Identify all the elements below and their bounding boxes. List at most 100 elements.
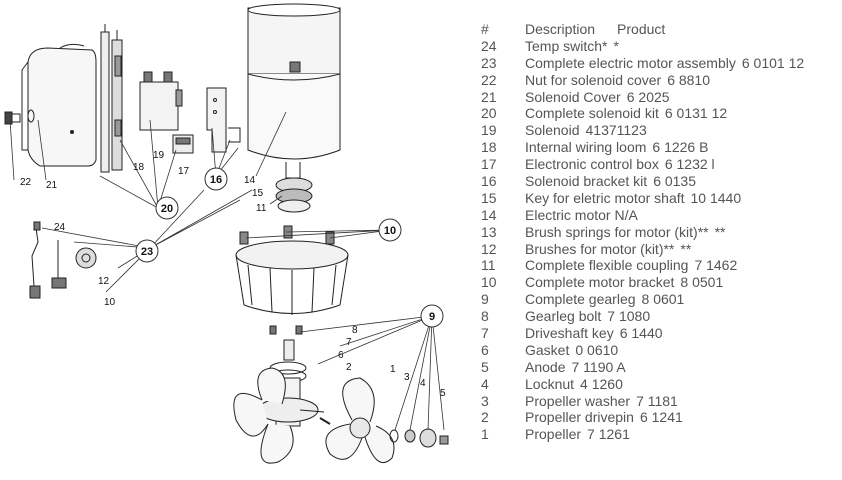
motor-bracket-part — [235, 225, 349, 315]
cell-num: 18 — [481, 139, 497, 156]
cell-product: * — [613, 37, 619, 54]
table-row: 5 Anode 7 1190 A — [478, 359, 838, 376]
cell-num: 3 — [481, 392, 489, 409]
cell-product: 6 1440 — [619, 325, 663, 342]
callout-8: 8 — [352, 325, 358, 336]
cell-product: 8 0501 — [680, 274, 724, 291]
cell-description: Propeller — [525, 426, 582, 443]
cell-description: Key for eletric motor shaft — [525, 189, 685, 206]
cell-description: Anode — [525, 358, 566, 375]
cell-description: Solenoid Cover — [525, 88, 621, 105]
callout-22: 22 — [20, 177, 32, 188]
cell-num: 7 — [481, 325, 489, 342]
cell-description: Internal wiring loom — [525, 139, 647, 156]
header-description: Description — [525, 21, 596, 37]
cell-description: Electronic control box — [525, 156, 659, 173]
cell-num: 20 — [481, 105, 497, 122]
callout-16: 16 — [210, 174, 222, 186]
cell-description: Propeller drivepin — [525, 409, 634, 426]
table-row: 10 Complete motor bracket 8 0501 — [478, 274, 838, 291]
cell-product: ** — [714, 223, 726, 240]
cell-product: 6 8810 — [667, 71, 711, 88]
table-row: 14 Electric motor N/A — [478, 207, 838, 224]
callout-18: 18 — [133, 162, 145, 173]
cell-num: 13 — [481, 223, 497, 240]
cell-product: 6 1226 B — [652, 139, 709, 156]
callout-6: 6 — [338, 350, 344, 361]
cell-num: 10 — [481, 274, 497, 291]
solenoid-bracket-part — [206, 87, 241, 153]
callout-15: 15 — [252, 188, 264, 199]
callout-11: 11 — [256, 203, 267, 214]
cell-description: Gearleg bolt — [525, 308, 602, 325]
cell-num: 1 — [481, 426, 489, 443]
callout-19: 19 — [153, 150, 165, 161]
cell-description: Solenoid — [525, 122, 580, 139]
callout-21: 21 — [46, 180, 58, 191]
cell-product: 7 1462 — [694, 257, 738, 274]
callout-17: 17 — [178, 166, 190, 177]
callout-14: 14 — [244, 175, 256, 186]
cell-product: 41371123 — [585, 122, 647, 139]
table-row: 15 Key for eletric motor shaft 10 1440 — [478, 190, 838, 207]
cell-description: Brushes for motor (kit)** — [525, 240, 675, 257]
cell-description: Gasket — [525, 341, 570, 358]
wiring-loom-part — [100, 24, 123, 173]
cell-num: 12 — [481, 240, 497, 257]
cell-product: 8 0601 — [641, 291, 685, 308]
cell-num: 14 — [481, 206, 497, 223]
cell-product: 10 1440 — [690, 189, 742, 206]
cell-description: Complete motor bracket — [525, 274, 675, 291]
control-box-part — [172, 134, 194, 154]
cell-description: Electric motor N/A — [525, 206, 638, 223]
solenoid-part — [139, 71, 183, 131]
flexible-coupling-part — [275, 177, 313, 213]
cell-product: 6 1241 — [639, 409, 683, 426]
callout-12: 10 — [104, 297, 116, 308]
cell-num: 5 — [481, 358, 489, 375]
cell-num: 24 — [481, 37, 497, 54]
callout-labels: 22 21 18 19 17 14 15 11 24 12 10 8 7 6 2… — [20, 150, 446, 399]
exploded-parts-diagram: 20 16 23 10 9 22 21 18 19 17 14 15 11 24… — [4, 3, 449, 464]
cell-num: 15 — [481, 189, 497, 206]
cell-product: 7 1190 A — [571, 358, 626, 375]
cell-description: Locknut — [525, 375, 575, 392]
callout-9: 9 — [429, 311, 435, 323]
cell-product: 6 0101 12 — [741, 54, 805, 71]
callout-10: 10 — [384, 225, 396, 237]
cell-product — [638, 207, 644, 224]
cell-num: 19 — [481, 122, 497, 139]
callout-circles: 20 16 23 10 9 — [135, 167, 444, 328]
cell-num: 23 — [481, 54, 497, 71]
cell-product: 0 0610 — [575, 341, 619, 358]
electric-motor-part — [247, 3, 341, 179]
cell-product: 7 1080 — [607, 308, 651, 325]
cell-product: ** — [680, 240, 692, 257]
cell-num: 11 — [481, 257, 496, 274]
brushes-springs-parts — [29, 221, 97, 299]
callout-13: 12 — [98, 276, 110, 287]
table-row: 12 Brushes for motor (kit)** ** — [478, 241, 838, 258]
propeller-right-part — [325, 377, 395, 463]
table-header: # Description Product — [478, 21, 838, 38]
callout-24: 24 — [54, 222, 66, 233]
table-row: 18 Internal wiring loom 6 1226 B — [478, 139, 838, 156]
solenoid-cover-part — [21, 43, 97, 167]
cell-product: 6 1232 l — [664, 156, 715, 173]
table-row: 19 Solenoid 41371123 — [478, 122, 838, 139]
